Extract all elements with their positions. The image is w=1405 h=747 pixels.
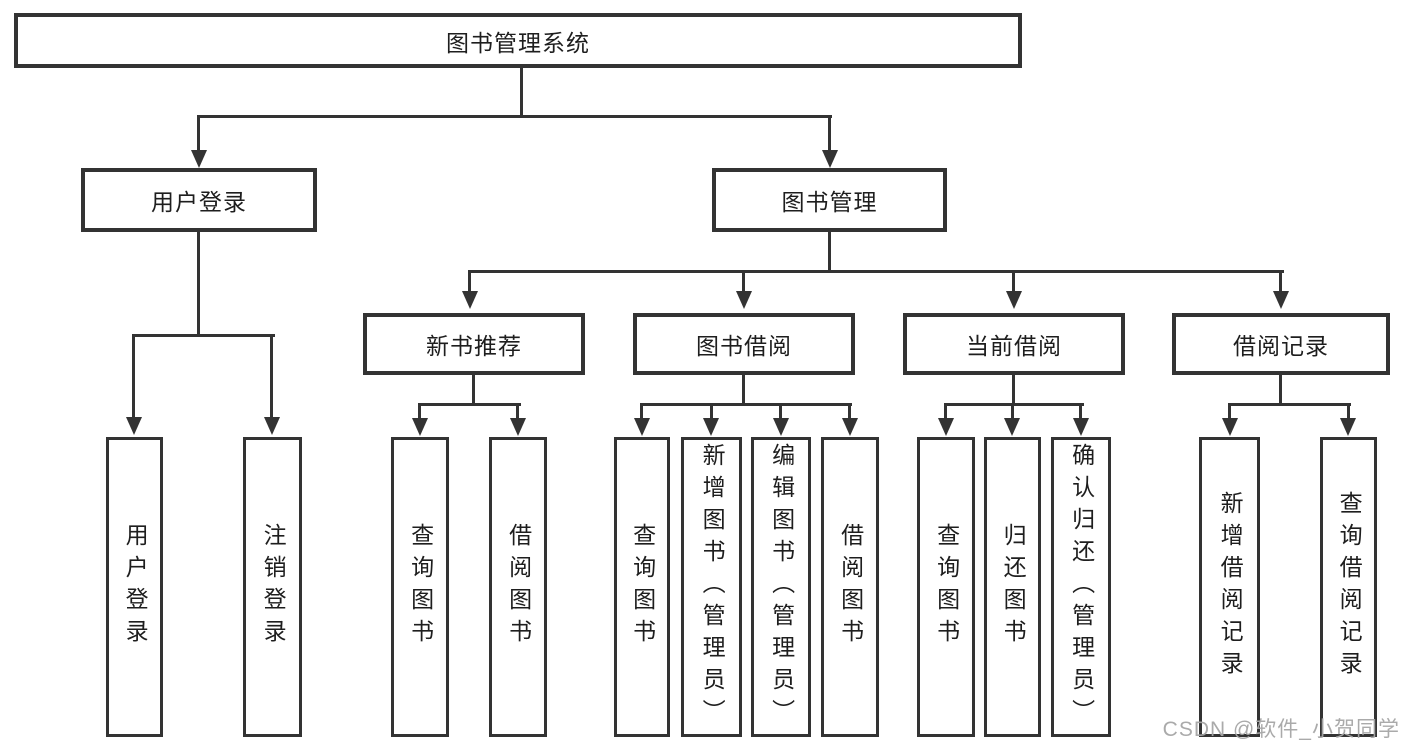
leaf-query-borrow-record: 查询借阅记录 <box>1320 437 1377 737</box>
connector-userlogin-stem-1 <box>132 334 135 418</box>
arrowhead-icon <box>822 150 838 168</box>
connector-current-vline <box>1012 375 1015 406</box>
node-user-login-label: 用户登录 <box>151 189 247 215</box>
node-user-login: 用户登录 <box>81 168 317 232</box>
leaf-add-borrow-record-label: 新增借阅记录 <box>1217 491 1244 683</box>
leaf-confirm-return-admin: 确认归还（管理员） <box>1051 437 1111 737</box>
leaf-return-books: 归还图书 <box>984 437 1041 737</box>
leaf-add-books-admin: 新增图书（管理员） <box>681 437 742 737</box>
arrowhead-icon <box>126 417 142 435</box>
connector-record-stem-2 <box>1347 403 1350 419</box>
arrowhead-icon <box>736 291 752 309</box>
leaf-borrow-books-1-label: 借阅图书 <box>505 523 532 651</box>
arrowhead-icon <box>1073 418 1089 436</box>
leaf-logout: 注销登录 <box>243 437 302 737</box>
node-current-borrow: 当前借阅 <box>903 313 1125 375</box>
leaf-query-books-1: 查询图书 <box>391 437 449 737</box>
node-new-book-recommend: 新书推荐 <box>363 313 585 375</box>
connector-root-hline <box>197 115 832 118</box>
watermark: CSDN @软件_小贺同学 <box>1162 718 1400 741</box>
arrowhead-icon <box>773 418 789 436</box>
arrowhead-icon <box>1006 291 1022 309</box>
connector-userlogin-stem-2 <box>270 334 273 418</box>
connector-userlogin-hline <box>132 334 275 337</box>
node-new-book-recommend-label: 新书推荐 <box>426 333 522 359</box>
leaf-query-books-3: 查询图书 <box>917 437 975 737</box>
leaf-user-login-label: 用户登录 <box>122 523 149 651</box>
connector-newbook-vline <box>472 375 475 406</box>
leaf-edit-books-admin: 编辑图书（管理员） <box>751 437 811 737</box>
leaf-edit-books-admin-label: 编辑图书（管理员） <box>768 443 795 731</box>
arrowhead-icon <box>191 150 207 168</box>
connector-root-vline <box>520 66 523 118</box>
arrowhead-icon <box>1340 418 1356 436</box>
connector-bookmgmt-stem-3 <box>1012 270 1015 292</box>
connector-current-hline <box>944 403 1084 406</box>
connector-borrow-stem-2 <box>710 403 713 419</box>
connector-bookmgmt-stem-4 <box>1279 270 1282 292</box>
arrowhead-icon <box>1004 418 1020 436</box>
node-book-borrow: 图书借阅 <box>633 313 855 375</box>
connector-bookmgmt-vline <box>828 232 831 273</box>
connector-borrow-vline <box>742 375 745 406</box>
leaf-query-books-2: 查询图书 <box>614 437 670 737</box>
node-book-management-label: 图书管理 <box>781 189 878 215</box>
arrowhead-icon <box>634 418 650 436</box>
node-book-borrow-label: 图书借阅 <box>696 333 792 359</box>
leaf-query-borrow-record-label: 查询借阅记录 <box>1336 491 1363 683</box>
leaf-borrow-books-2-label: 借阅图书 <box>837 523 864 651</box>
arrowhead-icon <box>264 417 280 435</box>
node-library-system: 图书管理系统 <box>14 13 1022 68</box>
leaf-user-login: 用户登录 <box>106 437 163 737</box>
connector-borrow-stem-1 <box>640 403 643 419</box>
leaf-confirm-return-admin-label: 确认归还（管理员） <box>1068 443 1095 731</box>
arrowhead-icon <box>938 418 954 436</box>
node-library-system-label: 图书管理系统 <box>446 29 590 56</box>
connector-current-stem-2 <box>1011 403 1014 419</box>
leaf-borrow-books-1: 借阅图书 <box>489 437 547 737</box>
node-current-borrow-label: 当前借阅 <box>966 333 1062 359</box>
leaf-add-borrow-record: 新增借阅记录 <box>1199 437 1260 737</box>
connector-newbook-stem-1 <box>418 403 421 419</box>
connector-newbook-stem-2 <box>516 403 519 419</box>
leaf-borrow-books-2: 借阅图书 <box>821 437 879 737</box>
arrowhead-icon <box>703 418 719 436</box>
connector-bookmgmt-stem-1 <box>468 270 471 292</box>
connector-current-stem-1 <box>944 403 947 419</box>
connector-root-stem-right <box>828 115 831 152</box>
arrowhead-icon <box>462 291 478 309</box>
arrowhead-icon <box>412 418 428 436</box>
leaf-add-books-admin-label: 新增图书（管理员） <box>699 443 726 731</box>
arrowhead-icon <box>1273 291 1289 309</box>
leaf-query-books-3-label: 查询图书 <box>933 523 960 651</box>
arrowhead-icon <box>1222 418 1238 436</box>
connector-record-hline <box>1228 403 1351 406</box>
node-book-management: 图书管理 <box>712 168 947 232</box>
node-borrow-record-label: 借阅记录 <box>1233 333 1329 359</box>
leaf-return-books-label: 归还图书 <box>1000 523 1027 651</box>
leaf-logout-label: 注销登录 <box>260 523 287 651</box>
leaf-query-books-2-label: 查询图书 <box>629 523 656 651</box>
connector-userlogin-vline <box>197 232 200 337</box>
connector-record-vline <box>1279 375 1282 406</box>
connector-bookmgmt-hline <box>468 270 1284 273</box>
connector-record-stem-1 <box>1228 403 1231 419</box>
connector-newbook-hline <box>418 403 521 406</box>
arrowhead-icon <box>510 418 526 436</box>
connector-bookmgmt-stem-2 <box>742 270 745 292</box>
connector-borrow-stem-4 <box>848 403 851 419</box>
connector-borrow-stem-3 <box>779 403 782 419</box>
connector-root-stem-left <box>197 115 200 152</box>
leaf-query-books-1-label: 查询图书 <box>407 523 434 651</box>
node-borrow-record: 借阅记录 <box>1172 313 1390 375</box>
arrowhead-icon <box>842 418 858 436</box>
connector-borrow-hline <box>640 403 852 406</box>
connector-current-stem-3 <box>1079 403 1082 419</box>
